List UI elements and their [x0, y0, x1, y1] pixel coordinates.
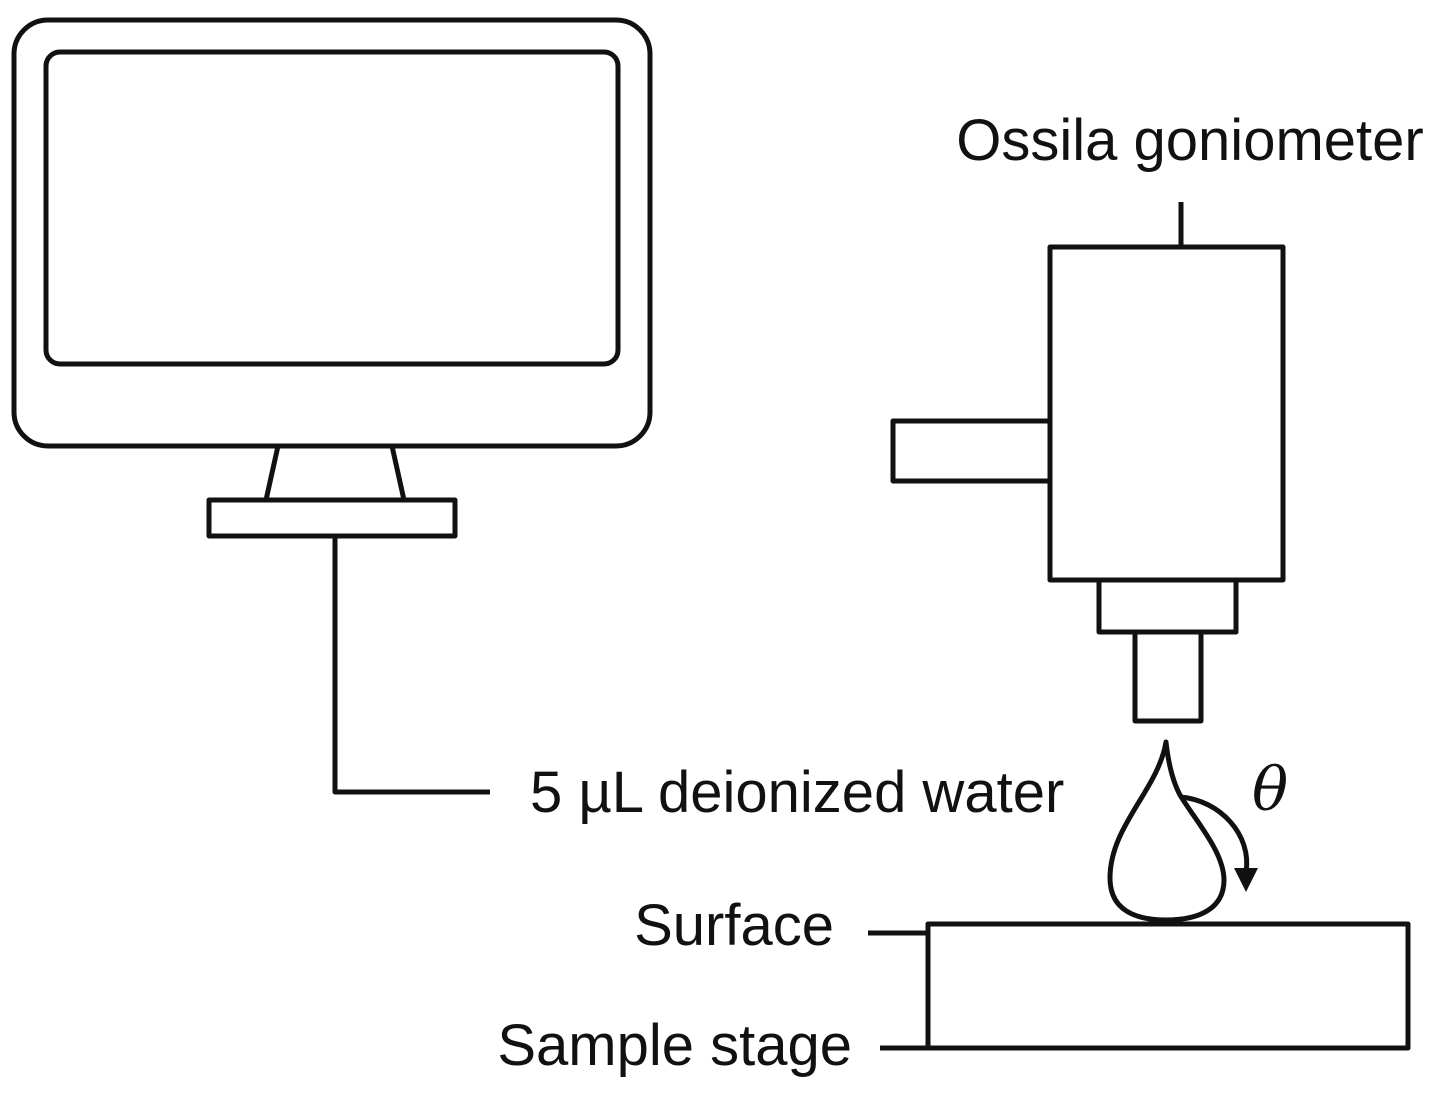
goniometer-device [890, 202, 1286, 724]
monitor-bezel [11, 17, 653, 449]
monitor-neck [263, 443, 407, 503]
monitor-cable [332, 536, 490, 795]
computer-monitor [11, 17, 653, 539]
contact-angle-symbol: θ [1252, 755, 1288, 825]
sample-stage-label: Sample stage [497, 1013, 852, 1078]
goniometer-label: Ossila goniometer [956, 108, 1423, 173]
monitor-base [206, 497, 458, 539]
contact-angle-arrow [1179, 794, 1258, 892]
dispensing-nozzle [1132, 629, 1204, 724]
lens-collar [1096, 577, 1239, 635]
surface-label: Surface [634, 893, 834, 958]
side-port [890, 418, 1053, 484]
sample-stage [868, 921, 1411, 1051]
monitor-screen [43, 49, 621, 367]
arrow-head [1234, 868, 1258, 892]
water-label: 5 µL deionized water [530, 760, 1064, 825]
stage-block [925, 921, 1411, 1051]
camera-body [1047, 244, 1286, 583]
water-droplet [1107, 739, 1227, 923]
